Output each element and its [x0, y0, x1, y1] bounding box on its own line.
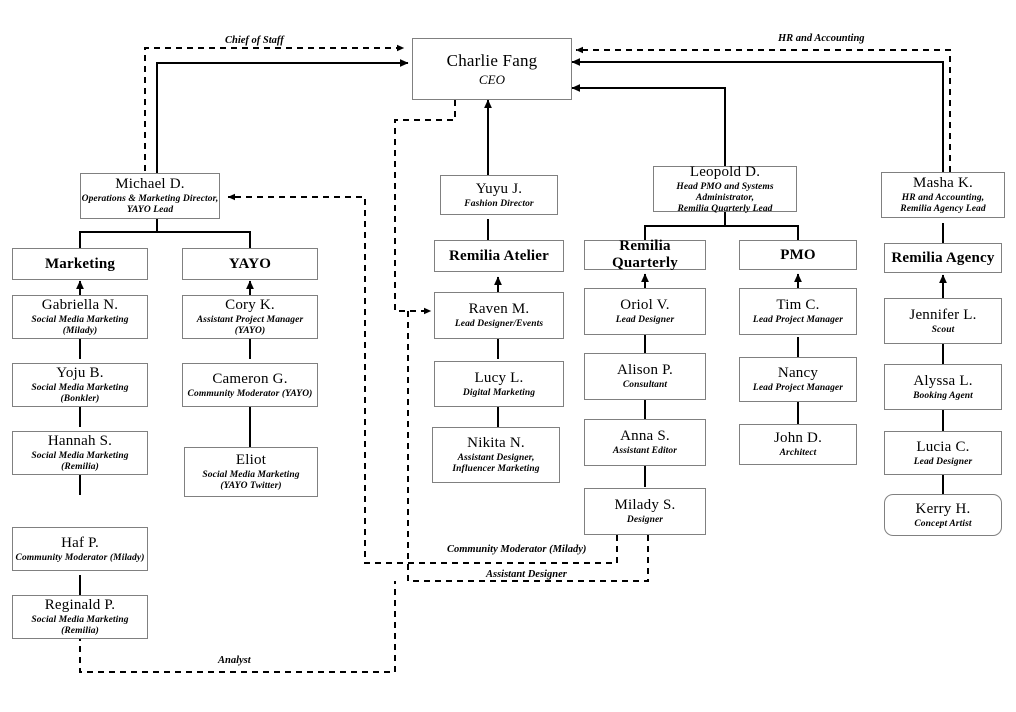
node-role: HR and Accounting, Remilia Agency Lead [900, 193, 986, 214]
node-role: Social Media Marketing (Remilia) [31, 451, 129, 472]
node-name: Anna S. [620, 428, 670, 444]
node-role: Community Moderator (Milady) [15, 552, 145, 563]
node-name: Hannah S. [47, 433, 113, 449]
node-lucy-l[interactable]: Lucy L. Digital Marketing [434, 361, 564, 407]
node-role: Assistant Designer, Influencer Marketing [452, 453, 540, 474]
node-name: Jennifer L. [909, 306, 977, 323]
node-name: Lucia C. [916, 438, 970, 455]
unit-label: Remilia Agency [891, 249, 995, 266]
edge-label-assistant-designer: Assistant Designer [483, 569, 570, 580]
node-name: Cory K. [225, 297, 275, 313]
node-yoju-b[interactable]: Yoju B. Social Media Marketing (Bonkler) [12, 363, 148, 407]
node-gabriella-n[interactable]: Gabriella N. Social Media Marketing (Mil… [12, 295, 148, 339]
node-name: Kerry H. [915, 500, 971, 517]
node-role: Social Media Marketing (Remilia) [31, 615, 129, 636]
node-role: Digital Marketing [462, 387, 536, 398]
node-role: Lead Project Manager [752, 315, 844, 325]
node-name: Haf P. [61, 534, 99, 551]
edge-label-chief-of-staff: Chief of Staff [222, 35, 287, 46]
node-name: Milady S. [614, 497, 676, 513]
node-cory-k[interactable]: Cory K. Assistant Project Manager (YAYO) [182, 295, 318, 339]
node-name: Cameron G. [212, 370, 288, 387]
node-haf-p[interactable]: Haf P. Community Moderator (Milady) [12, 527, 148, 571]
unit-yayo[interactable]: YAYO [182, 248, 318, 280]
unit-label: Remilia Quarterly [612, 238, 678, 271]
node-michael-d[interactable]: Michael D. Operations & Marketing Direct… [80, 173, 220, 219]
unit-remilia-agency[interactable]: Remilia Agency [884, 243, 1002, 273]
unit-label: PMO [780, 246, 816, 263]
node-role: Lead Designer [913, 456, 973, 467]
unit-label: Marketing [44, 255, 116, 272]
node-name: Gabriella N. [41, 297, 119, 313]
node-name: Nikita N. [467, 435, 525, 451]
node-john-d[interactable]: John D. Architect [739, 424, 857, 465]
node-tim-c[interactable]: Tim C. Lead Project Manager [739, 288, 857, 335]
edge-label-community-moderator-milady: Community Moderator (Milady) [444, 544, 590, 555]
node-role: Lead Designer [615, 315, 675, 325]
node-role: Social Media Marketing (YAYO Twitter) [202, 470, 300, 491]
node-ceo[interactable]: Charlie Fang CEO [412, 38, 572, 100]
node-role: Assistant Editor [612, 446, 678, 456]
unit-label: YAYO [228, 255, 272, 272]
node-milady-s[interactable]: Milady S. Designer [584, 488, 706, 535]
node-name: Michael D. [115, 176, 185, 192]
node-name: Yoju B. [56, 365, 104, 381]
edge-label-hr-and-accounting: HR and Accounting [775, 33, 868, 44]
node-role: Head PMO and Systems Administrator, Remi… [676, 181, 774, 214]
node-name: Lucy L. [474, 369, 524, 386]
node-role: Booking Agent [913, 390, 973, 401]
node-role: Architect [779, 448, 817, 458]
node-name: Reginald P. [44, 597, 116, 613]
node-name: Charlie Fang [446, 51, 538, 70]
node-role: Social Media Marketing (Milady) [31, 315, 129, 336]
node-name: Yuyu J. [475, 180, 523, 197]
node-name: John D. [773, 430, 823, 446]
node-cameron-g[interactable]: Cameron G. Community Moderator (YAYO) [182, 363, 318, 407]
unit-remilia-atelier[interactable]: Remilia Atelier [434, 240, 564, 272]
node-role: Community Moderator (YAYO) [187, 388, 313, 399]
node-alison-p[interactable]: Alison P. Consultant [584, 353, 706, 400]
node-jennifer-l[interactable]: Jennifer L. Scout [884, 298, 1002, 344]
node-hannah-s[interactable]: Hannah S. Social Media Marketing (Remili… [12, 431, 148, 475]
node-oriol-v[interactable]: Oriol V. Lead Designer [584, 288, 706, 335]
node-alyssa-l[interactable]: Alyssa L. Booking Agent [884, 364, 1002, 410]
unit-label: Remilia Atelier [448, 247, 550, 264]
node-nancy[interactable]: Nancy Lead Project Manager [739, 357, 857, 402]
node-role: Lead Designer/Events [454, 319, 544, 329]
unit-pmo[interactable]: PMO [739, 240, 857, 270]
node-nikita-n[interactable]: Nikita N. Assistant Designer, Influencer… [432, 427, 560, 483]
node-role: Concept Artist [914, 518, 972, 529]
node-role: Consultant [622, 380, 668, 390]
node-kerry-h[interactable]: Kerry H. Concept Artist [884, 494, 1002, 536]
node-role: Operations & Marketing Director, YAYO Le… [81, 194, 219, 215]
node-name: Tim C. [776, 297, 820, 313]
node-role: Social Media Marketing (Bonkler) [31, 383, 129, 404]
node-name: Oriol V. [620, 297, 670, 313]
node-eliot[interactable]: Eliot Social Media Marketing (YAYO Twitt… [184, 447, 318, 497]
node-name: Masha K. [913, 175, 973, 191]
node-name: Alison P. [617, 362, 673, 378]
node-anna-s[interactable]: Anna S. Assistant Editor [584, 419, 706, 466]
node-role: Assistant Project Manager (YAYO) [196, 315, 304, 336]
node-name: Leopold D. [689, 163, 761, 180]
node-name: Alyssa L. [913, 372, 973, 389]
node-role: CEO [478, 72, 506, 87]
node-reginald-p[interactable]: Reginald P. Social Media Marketing (Remi… [12, 595, 148, 639]
node-role: Scout [931, 324, 955, 335]
node-role: Designer [626, 515, 664, 525]
unit-marketing[interactable]: Marketing [12, 248, 148, 280]
node-lucia-c[interactable]: Lucia C. Lead Designer [884, 431, 1002, 475]
node-role: Lead Project Manager [752, 383, 844, 393]
node-name: Nancy [777, 365, 819, 381]
unit-remilia-quarterly[interactable]: Remilia Quarterly [584, 238, 706, 271]
node-name: Eliot [235, 452, 267, 468]
node-role: Fashion Director [464, 198, 534, 209]
node-leopold-d[interactable]: Leopold D. Head PMO and Systems Administ… [653, 163, 797, 214]
edge-label-analyst: Analyst [215, 655, 254, 666]
node-yuyu-j[interactable]: Yuyu J. Fashion Director [440, 175, 558, 215]
node-raven-m[interactable]: Raven M. Lead Designer/Events [434, 292, 564, 339]
node-name: Raven M. [468, 301, 530, 317]
node-masha-k[interactable]: Masha K. HR and Accounting, Remilia Agen… [881, 172, 1005, 218]
